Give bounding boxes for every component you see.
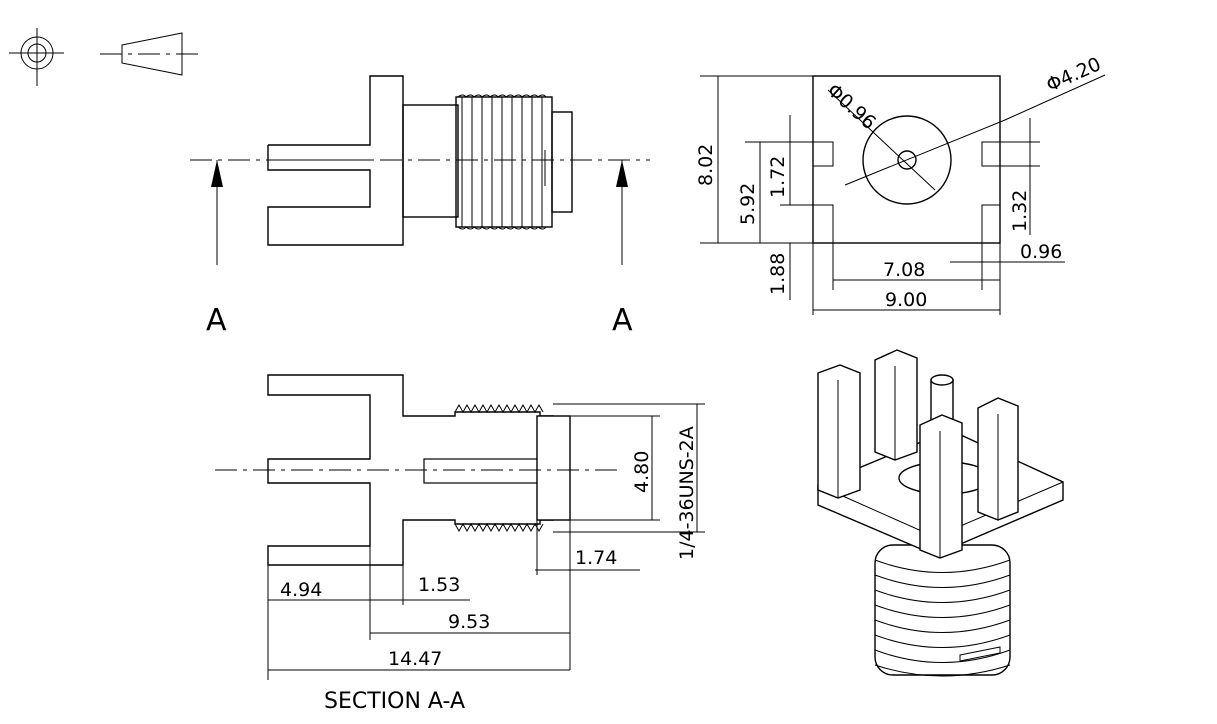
section-a-a-view: 4.80 1/4-36UNS-2A 1.74 4.94 1.53 9.53 14… [215, 374, 705, 714]
section-arrow-label-right: A [612, 303, 633, 338]
section-title: SECTION A-A [324, 689, 465, 714]
dim-1-88: 1.88 [767, 253, 789, 295]
dim-1-72: 1.72 [767, 156, 789, 198]
dim-9-53: 9.53 [448, 611, 490, 633]
dim-8-02: 8.02 [695, 144, 717, 186]
dim-thread: 1/4-36UNS-2A [676, 426, 698, 560]
dim-4-80: 4.80 [631, 451, 653, 493]
side-view: A A [190, 75, 650, 338]
front-view: 8.02 5.92 1.72 1.88 1.32 Φ0.96 Φ4.20 7.0… [695, 53, 1106, 315]
dim-0-96: 0.96 [1020, 241, 1062, 263]
dim-14-47: 14.47 [388, 648, 442, 670]
isometric-view [817, 349, 1064, 677]
dim-1-32: 1.32 [1009, 190, 1031, 232]
dim-hole-0-96: Φ0.96 [823, 79, 880, 134]
thread-lines [455, 94, 553, 230]
dim-circle-4-20: Φ4.20 [1043, 53, 1104, 96]
dim-1-53: 1.53 [418, 574, 460, 596]
dim-1-74: 1.74 [575, 547, 617, 569]
dim-5-92: 5.92 [737, 183, 759, 225]
dim-7-08: 7.08 [883, 259, 925, 281]
dim-9-00: 9.00 [885, 289, 927, 311]
dim-4-94: 4.94 [280, 579, 322, 601]
section-arrow-label-left: A [206, 303, 227, 338]
projection-symbol [9, 28, 200, 86]
